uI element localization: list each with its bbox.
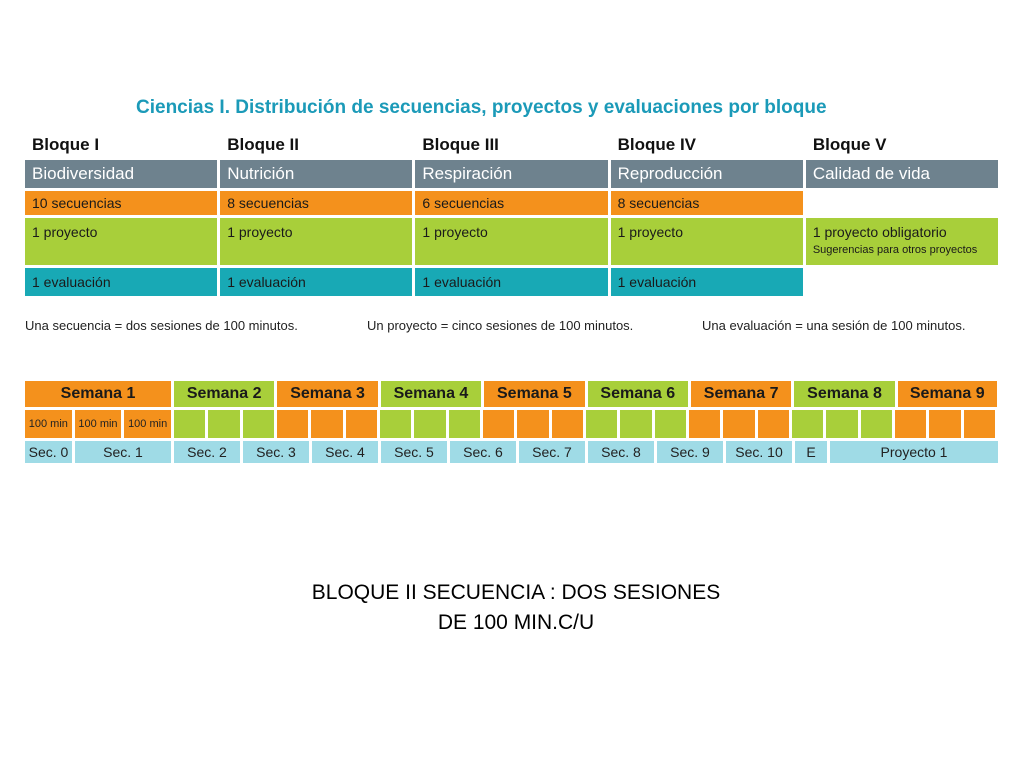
notes-row: Una secuencia = dos sesiones de 100 minu… bbox=[25, 318, 998, 336]
semana-header: Semana 6 bbox=[587, 381, 688, 407]
session-cell bbox=[517, 410, 552, 438]
session-cell bbox=[208, 410, 243, 438]
evaluacion-cell: 1 evaluación bbox=[415, 268, 608, 296]
proyecto-label: 1 proyecto bbox=[422, 224, 488, 240]
secuencia-label: Sec. 7 bbox=[519, 441, 588, 463]
secuencia-label: Sec. 2 bbox=[174, 441, 243, 463]
caption: BLOQUE II SECUENCIA : DOS SESIONES DE 10… bbox=[311, 581, 721, 634]
secuencia-label: Sec. 6 bbox=[450, 441, 519, 463]
proyecto-row: 1 proyecto 1 proyecto 1 proyecto 1 proye… bbox=[25, 218, 999, 265]
empty-cell bbox=[806, 268, 998, 296]
secuencia-label: Sec. 4 bbox=[312, 441, 381, 463]
semana-row: Semana 1 Semana 2 Semana 3 Semana 4 Sema… bbox=[25, 381, 998, 407]
evaluacion-cell: 1 evaluación bbox=[220, 268, 413, 296]
session-cell bbox=[620, 410, 655, 438]
page-title: Ciencias I. Distribución de secuencias, … bbox=[136, 97, 827, 118]
semana-header: Semana 3 bbox=[277, 381, 378, 407]
secuencia-label: Sec. 3 bbox=[243, 441, 312, 463]
session-cell bbox=[826, 410, 861, 438]
session-cell bbox=[585, 410, 621, 438]
semana-header: Semana 9 bbox=[897, 381, 997, 407]
session-cell bbox=[414, 410, 449, 438]
session-cell bbox=[963, 410, 998, 438]
session-cell: 100 min bbox=[25, 410, 75, 438]
session-cell bbox=[276, 410, 312, 438]
semana-header: Semana 4 bbox=[380, 381, 482, 407]
evaluacion-cell: 1 evaluación bbox=[610, 268, 803, 296]
bloque-topic: Calidad de vida bbox=[805, 160, 999, 188]
secuencias-count: 10 secuencias bbox=[25, 191, 218, 215]
secuencia-label: Sec. 10 bbox=[726, 441, 795, 463]
bloque-topic: Nutrición bbox=[220, 160, 413, 188]
note-evaluacion: Una evaluación = una sesión de 100 minut… bbox=[702, 318, 966, 333]
secuencia-label: Sec. 5 bbox=[381, 441, 450, 463]
session-cell bbox=[860, 410, 895, 438]
bloque-header: Bloque IV bbox=[617, 135, 697, 154]
topic-row: Biodiversidad Nutrición Respiración Repr… bbox=[25, 160, 999, 188]
session-cell: 100 min bbox=[124, 410, 174, 438]
secuencia-label: Sec. 0 bbox=[25, 441, 75, 463]
semana-header: Semana 1 bbox=[25, 381, 171, 407]
proyecto-label: 1 proyecto bbox=[617, 224, 683, 240]
semanas-table: Semana 1 Semana 2 Semana 3 Semana 4 Sema… bbox=[25, 381, 998, 463]
bloque-topic: Reproducción bbox=[610, 160, 803, 188]
secuencia-label: Sec. 1 bbox=[75, 441, 174, 463]
session-cell bbox=[929, 410, 964, 438]
session-cell bbox=[791, 410, 827, 438]
session-cell bbox=[448, 410, 483, 438]
evaluacion-cell: 1 evaluación bbox=[25, 268, 218, 296]
bloque-header-row: Bloque I Bloque II Bloque III Bloque IV … bbox=[25, 133, 998, 157]
note-secuencia: Una secuencia = dos sesiones de 100 minu… bbox=[25, 318, 298, 333]
proyecto-sugerencias: Sugerencias para otros proyectos bbox=[812, 244, 978, 256]
proyecto-label: 1 proyecto bbox=[32, 224, 98, 240]
proyecto-cell: 1 proyecto bbox=[610, 218, 803, 265]
bloque-header: Bloque I bbox=[32, 135, 100, 154]
semana-header: Semana 7 bbox=[690, 381, 792, 407]
secuencias-sessions-row: Sec. 0 Sec. 1 Sec. 2 Sec. 3 Sec. 4 Sec. … bbox=[25, 441, 998, 463]
proyecto-cell: 1 proyecto bbox=[220, 218, 413, 265]
semana-header: Semana 8 bbox=[794, 381, 895, 407]
session-cell bbox=[482, 410, 518, 438]
bloque-topic: Respiración bbox=[415, 160, 608, 188]
proyecto-cell: 1 proyecto obligatorio Sugerencias para … bbox=[805, 218, 999, 265]
semana-header: Semana 5 bbox=[484, 381, 585, 407]
note-proyecto: Un proyecto = cinco sesiones de 100 minu… bbox=[367, 318, 634, 333]
evaluacion-row: 1 evaluación 1 evaluación 1 evaluación 1… bbox=[25, 268, 998, 296]
proyecto-cell: 1 proyecto bbox=[415, 218, 608, 265]
session-cell bbox=[654, 410, 689, 438]
bloques-table: Bloque I Bloque II Bloque III Bloque IV … bbox=[25, 133, 999, 299]
semana-header: Semana 2 bbox=[174, 381, 275, 407]
secuencias-count: 6 secuencias bbox=[415, 191, 608, 215]
session-cell bbox=[311, 410, 346, 438]
bloque-header: Bloque III bbox=[422, 135, 499, 154]
secuencia-label: E bbox=[795, 441, 830, 463]
session-cell bbox=[173, 410, 209, 438]
secuencia-label: Proyecto 1 bbox=[830, 441, 998, 463]
session-cell bbox=[242, 410, 277, 438]
secuencias-row: 10 secuencias 8 secuencias 6 secuencias … bbox=[25, 191, 998, 215]
session-cell bbox=[379, 410, 415, 438]
session-cell bbox=[551, 410, 586, 438]
empty-cell bbox=[806, 191, 998, 215]
session-cell bbox=[894, 410, 930, 438]
session-cell bbox=[723, 410, 758, 438]
bloque-header: Bloque V bbox=[812, 135, 887, 154]
bloque-topic: Biodiversidad bbox=[25, 160, 218, 188]
session-cell bbox=[345, 410, 380, 438]
session-cell bbox=[757, 410, 792, 438]
proyecto-label: 1 proyecto bbox=[227, 224, 293, 240]
secuencias-count: 8 secuencias bbox=[610, 191, 803, 215]
session-cell: 100 min bbox=[74, 410, 125, 438]
secuencia-label: Sec. 9 bbox=[657, 441, 726, 463]
bloque-header: Bloque II bbox=[227, 135, 299, 154]
proyecto-cell: 1 proyecto bbox=[25, 218, 218, 265]
secuencias-count: 8 secuencias bbox=[220, 191, 413, 215]
session-cell bbox=[688, 410, 724, 438]
secuencia-label: Sec. 8 bbox=[588, 441, 657, 463]
proyecto-label: 1 proyecto obligatorio bbox=[812, 224, 947, 240]
